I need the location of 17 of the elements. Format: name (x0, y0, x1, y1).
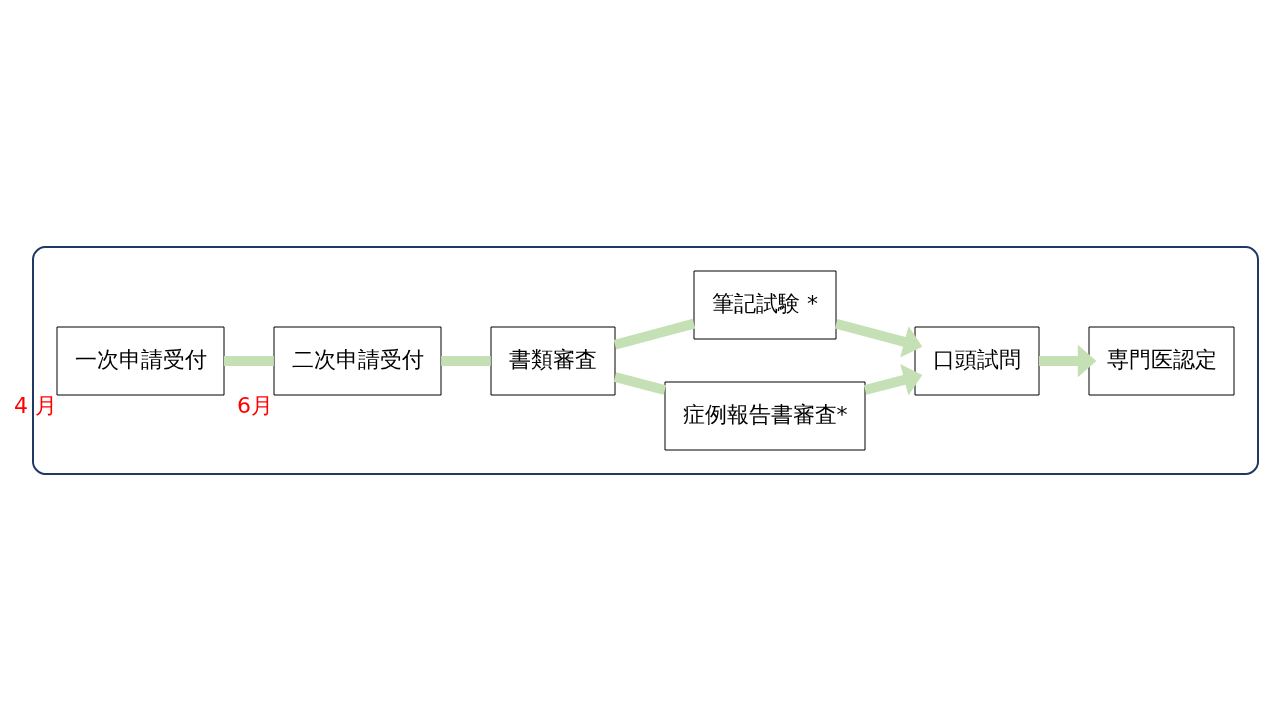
connector (224, 355, 274, 366)
node-box: 口頭試問 (914, 326, 1040, 395)
arrow (863, 363, 923, 396)
node-box: 筆記試験 * (693, 270, 837, 339)
connector (613, 371, 667, 395)
node-box: 一次申請受付 (56, 326, 225, 395)
arrow (1039, 344, 1097, 377)
cluster (32, 245, 1259, 475)
node-box: 症例報告書審査* (664, 381, 866, 450)
node-box: 二次申請受付 (273, 326, 442, 395)
node-label: 4 月 (14, 392, 57, 418)
arrow (834, 318, 923, 358)
connector (613, 318, 696, 350)
node-box: 専門医認定 (1088, 326, 1235, 395)
connector (441, 355, 491, 366)
node-box: 書類審査 (490, 326, 616, 395)
node-label: 6月 (237, 392, 273, 418)
